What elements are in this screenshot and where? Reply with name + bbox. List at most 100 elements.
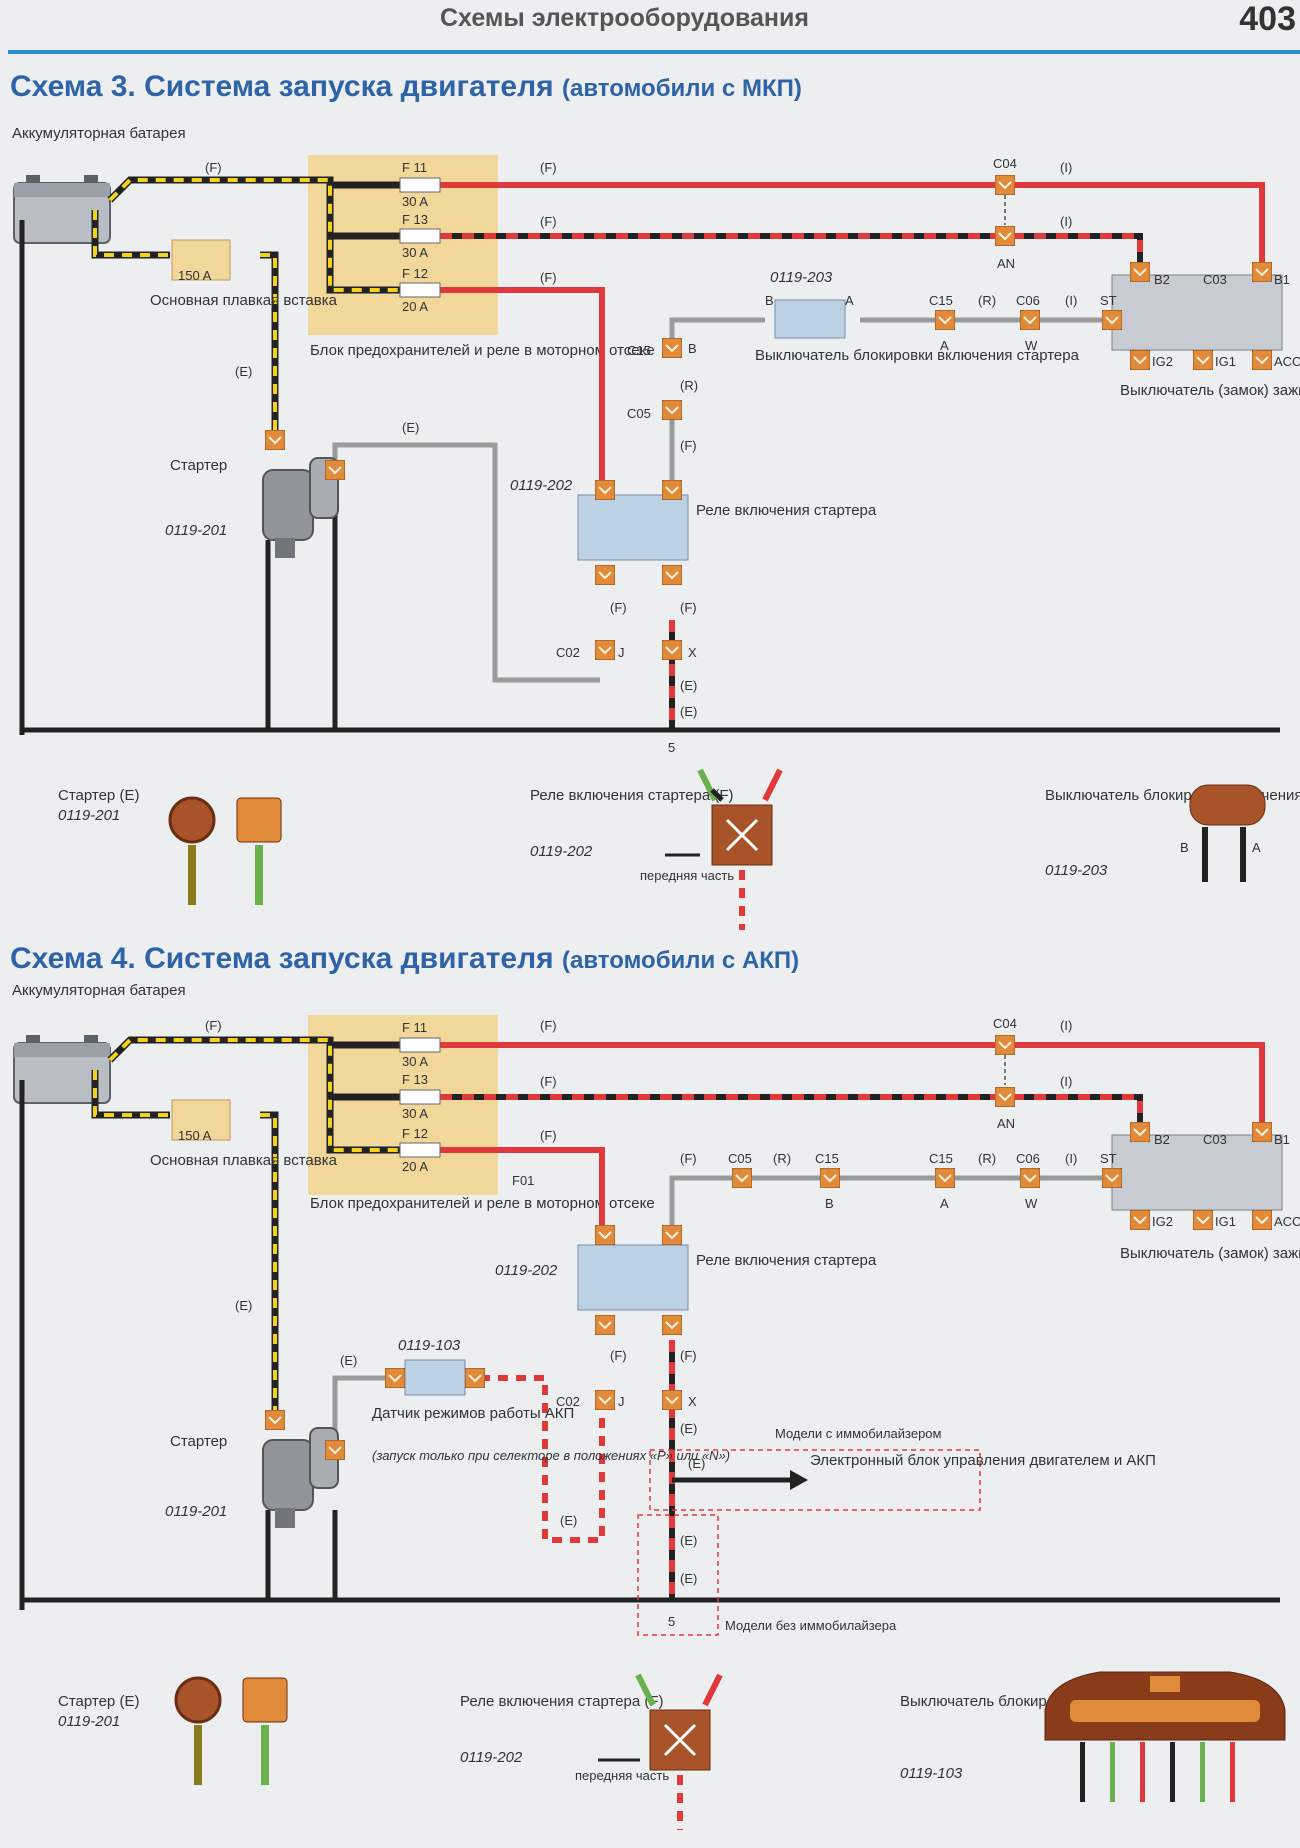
scheme3-lock-switch-label: Выключатель блокировки включения стартер… bbox=[755, 347, 1080, 364]
s4-conn-relay1 bbox=[595, 1225, 615, 1245]
scheme4-fuse-f13: F 13 30 A bbox=[399, 1072, 441, 1121]
scheme4-battery-label: Аккумуляторная батарея bbox=[12, 982, 186, 999]
s3-lbl-ig2: IG2 bbox=[1152, 354, 1173, 369]
page-number: 403 bbox=[1239, 0, 1296, 38]
s4-conn-x bbox=[662, 1390, 682, 1410]
s3-conn-relay4 bbox=[662, 565, 682, 585]
s4-wc-10: (R) bbox=[978, 1151, 996, 1166]
s4-fuse-tag: F01 bbox=[512, 1173, 534, 1188]
scheme3-battery-label: Аккумуляторная батарея bbox=[12, 125, 186, 142]
s3-conn-c15a bbox=[935, 310, 955, 330]
s3-conn-x bbox=[662, 640, 682, 660]
s3-wc-6: (I) bbox=[1060, 214, 1072, 229]
s3-wc-4: (F) bbox=[540, 270, 557, 285]
scheme3-relay-label: Реле включения стартера bbox=[696, 502, 877, 519]
scheme4-relay-code: 0119-202 bbox=[495, 1262, 558, 1279]
scheme3-main-fuse-rating: 150 A bbox=[178, 268, 212, 283]
s3-lbl-b1: B1 bbox=[1274, 272, 1290, 287]
s3-wire-gray-top bbox=[669, 317, 765, 350]
s3-conn-acc bbox=[1252, 350, 1272, 370]
s3-wc-11: (F) bbox=[610, 600, 627, 615]
scheme4-subtitle: (автомобили с АКП) bbox=[562, 947, 800, 974]
scheme4-fuse-f12: F 12 20 A bbox=[399, 1126, 441, 1174]
s3-conn-relay3 bbox=[595, 565, 615, 585]
header-title: Схемы электрооборудования bbox=[440, 4, 809, 32]
s3-conn-c15b bbox=[662, 338, 682, 358]
s3-wire-rb-f13 bbox=[440, 233, 1143, 262]
s4-lbl-c03: C03 bbox=[1203, 1132, 1227, 1147]
s4-lbl-j: J bbox=[618, 1394, 625, 1409]
scheme4-relay bbox=[577, 1244, 689, 1311]
s3-conn-b1 bbox=[1252, 262, 1272, 282]
s4-lbl-5: 5 bbox=[668, 1614, 675, 1629]
s3-lbl-c15a: C15 bbox=[929, 293, 953, 308]
scheme3-fuse-block-label: Блок предохранителей и реле в моторном о… bbox=[310, 342, 655, 359]
s4-with-immo: Модели с иммобилайзером bbox=[775, 1426, 942, 1441]
header-rule bbox=[8, 50, 1300, 54]
s3-f11-rating: 30 A bbox=[402, 194, 428, 209]
s3-lbl-c06: C06 bbox=[1016, 293, 1040, 308]
scheme3-title-text: Схема 3. Система запуска двигателя bbox=[10, 70, 554, 103]
scheme4-starter-label: Стартер bbox=[170, 1433, 227, 1450]
scheme4-sensor-code: 0119-103 bbox=[398, 1337, 461, 1354]
s3-legend-switch-conn bbox=[1189, 784, 1266, 826]
scheme3-fuse-f13: F 13 30 A bbox=[399, 212, 441, 260]
s4-legend-starter-conn1 bbox=[174, 1676, 222, 1724]
s4-conn-relay2 bbox=[662, 1225, 682, 1245]
s4-f11-rating: 30 A bbox=[402, 1054, 428, 1069]
s3-wire-red-f11 bbox=[440, 182, 1265, 262]
scheme3-fuse-f11: F 11 30 A bbox=[399, 160, 441, 209]
s4-legend-starter-conn2 bbox=[242, 1677, 288, 1723]
s4-conn-b2 bbox=[1130, 1122, 1150, 1142]
s3-conn-c04 bbox=[995, 175, 1015, 195]
s4-conn-c04 bbox=[995, 1035, 1015, 1055]
scheme3-fuse-f12: F 12 20 A bbox=[399, 266, 441, 314]
s4-conn-ig1 bbox=[1193, 1210, 1213, 1230]
s4-conn-starter1 bbox=[265, 1410, 285, 1430]
s3-f12-name: F 12 bbox=[402, 266, 428, 281]
s4-wc-14: (E) bbox=[688, 1456, 705, 1471]
s4-lbl-b2: B2 bbox=[1154, 1132, 1170, 1147]
s4-wc-12: (F) bbox=[680, 1348, 697, 1363]
s4-ecu-label: Электронный блок управления двигателем и… bbox=[810, 1452, 1156, 1469]
s4-conn-c15b bbox=[820, 1168, 840, 1188]
s3-f13-name: F 13 bbox=[402, 212, 428, 227]
scheme4-ignition-label: Выключатель (замок) зажигания bbox=[1120, 1245, 1300, 1262]
s4-f12-name: F 12 bbox=[402, 1126, 428, 1141]
scheme3-ignition-switch bbox=[1111, 274, 1283, 351]
s3-conn-c06 bbox=[1020, 310, 1040, 330]
s3-f13-rating: 30 A bbox=[402, 245, 428, 260]
s4-conn-b1 bbox=[1252, 1122, 1272, 1142]
s3-wc-16: (E) bbox=[402, 420, 419, 435]
scheme3-pin-labels: C04 AN B2 C03 B1 ST IG2 IG1 ACC C15 C15 … bbox=[205, 156, 1300, 755]
scheme4-fuse-block-label: Блок предохранителей и реле в моторном о… bbox=[310, 1195, 655, 1212]
s4-conn-st bbox=[1102, 1168, 1122, 1188]
s3-conn-relay1 bbox=[595, 480, 615, 500]
scheme4-sensor bbox=[404, 1359, 466, 1396]
s3-conn-st bbox=[1102, 310, 1122, 330]
s4-conn-c06 bbox=[1020, 1168, 1040, 1188]
s3-wc-8: (R) bbox=[978, 293, 996, 308]
scheme3-starter-label: Стартер bbox=[170, 457, 227, 474]
s3-lbl-a: A bbox=[845, 293, 854, 308]
scheme4-legend: Стартер (E) 0119-201 Реле включения стар… bbox=[58, 1671, 1286, 1830]
s3-wc-5: (I) bbox=[1060, 160, 1072, 175]
s4-conn-sensor1 bbox=[385, 1368, 405, 1388]
s3-wire-red-f12 bbox=[440, 287, 605, 490]
s3-wc-12: (F) bbox=[680, 600, 697, 615]
s4-no-immo-box bbox=[637, 1514, 719, 1636]
s4-wc-2: (F) bbox=[540, 1018, 557, 1033]
s3-lbl-c05: C05 bbox=[627, 406, 651, 421]
s4-lbl-w: W bbox=[1025, 1196, 1038, 1211]
s4-lbl-c06: C06 bbox=[1016, 1151, 1040, 1166]
s4-wire-red-f11 bbox=[440, 1042, 1265, 1122]
s3-conn-ig2 bbox=[1130, 350, 1150, 370]
s4-without-immo: Модели без иммобилайзера bbox=[725, 1618, 897, 1633]
s3-legend-starter-code: 0119-201 bbox=[58, 807, 120, 824]
s3-legend-starter-conn1 bbox=[168, 796, 216, 844]
scheme4-diagram: Блок предохранителей и реле в моторном о… bbox=[12, 982, 1300, 1830]
s4-wire-red-f12 bbox=[440, 1147, 605, 1225]
s4-f12-rating: 20 A bbox=[402, 1159, 428, 1174]
s4-wc-4: (F) bbox=[540, 1128, 557, 1143]
